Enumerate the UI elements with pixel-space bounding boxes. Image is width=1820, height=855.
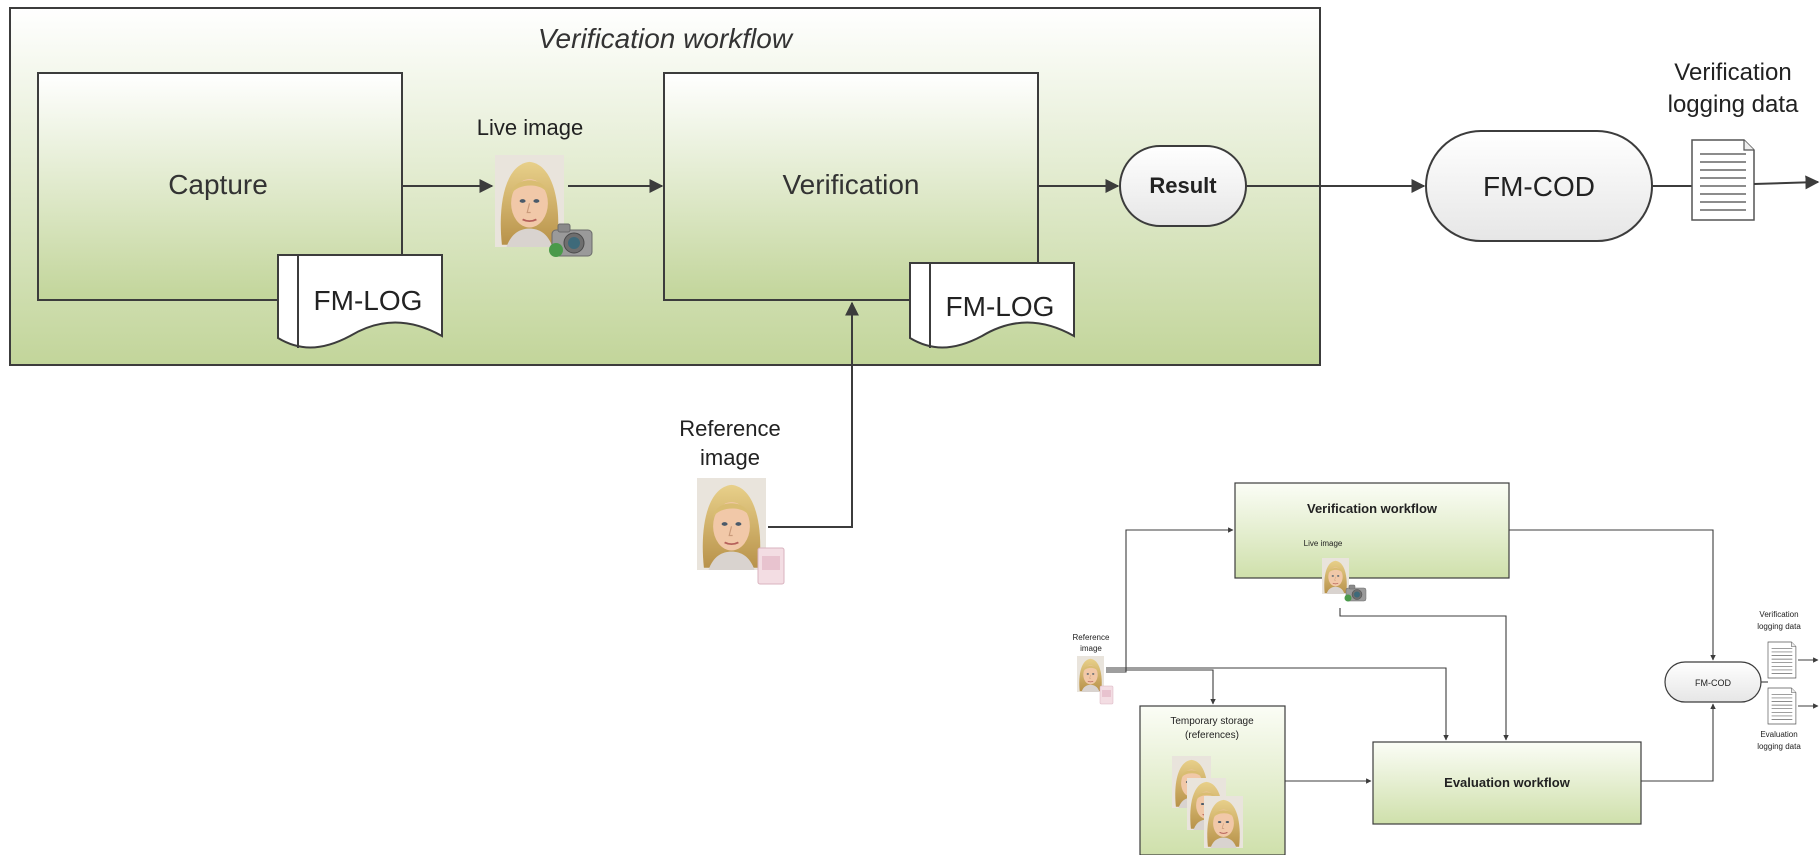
result-label: Result: [1149, 173, 1217, 198]
logging-label-line2: logging data: [1668, 91, 1799, 118]
mini-evaluation-workflow-box: [1372, 741, 1642, 825]
mini-storage-line1: Temporary storage: [1170, 716, 1254, 727]
mini-verification-workflow-box: [1234, 482, 1510, 579]
mini-reference-line1: Reference: [1073, 633, 1110, 642]
mini-passport-icon: [1099, 685, 1114, 705]
reference-label-line2: image: [700, 445, 760, 470]
capture-fm-log: FM-LOG: [277, 254, 443, 349]
mini-eval-log-line1: Evaluation: [1760, 730, 1797, 739]
fm-log-label: FM-LOG: [946, 291, 1055, 322]
mini-ver-log-document-icon: [1767, 641, 1797, 679]
logging-label-line1: Verification: [1674, 59, 1791, 86]
fm-log-label: FM-LOG: [314, 285, 423, 316]
mini-fm-cod-label: FM-COD: [1695, 678, 1731, 688]
overview-diagram: Verification workflow Live image Referen…: [1073, 482, 1819, 855]
mini-verification-title: Verification workflow: [1307, 501, 1438, 516]
mini-storage-line2: (references): [1185, 730, 1239, 741]
main-diagram: Verification workflow Capture FM-LOG Ver…: [9, 7, 1820, 585]
mini-eval-log-document-icon: [1767, 687, 1797, 725]
arrow-log-out: [1753, 175, 1820, 190]
verification-fm-log: FM-LOG: [909, 262, 1075, 349]
fm-cod-label: FM-COD: [1483, 171, 1595, 202]
verification-log-document-icon: [1691, 139, 1755, 221]
passport-icon: [757, 547, 785, 585]
capture-label: Capture: [168, 169, 268, 200]
reference-label-line1: Reference: [679, 416, 781, 441]
arrow-reference-to-verification: [768, 301, 859, 528]
mini-ver-log-line1: Verification: [1759, 610, 1798, 619]
mini-eval-log-line2: logging data: [1757, 742, 1801, 751]
mini-live-image-label: Live image: [1304, 539, 1343, 548]
verification-label: Verification: [783, 169, 920, 200]
mini-connectors: [1106, 527, 1819, 784]
live-image-label: Live image: [477, 115, 583, 140]
workflow-title: Verification workflow: [538, 23, 794, 54]
mini-ver-log-line2: logging data: [1757, 622, 1801, 631]
reference-face-photo-icon: [696, 477, 767, 571]
mini-stored-face-icon: [1203, 795, 1244, 849]
mini-reference-line2: image: [1080, 644, 1102, 653]
mini-live-face-icon: [1321, 557, 1350, 595]
mini-evaluation-title: Evaluation workflow: [1444, 775, 1571, 790]
